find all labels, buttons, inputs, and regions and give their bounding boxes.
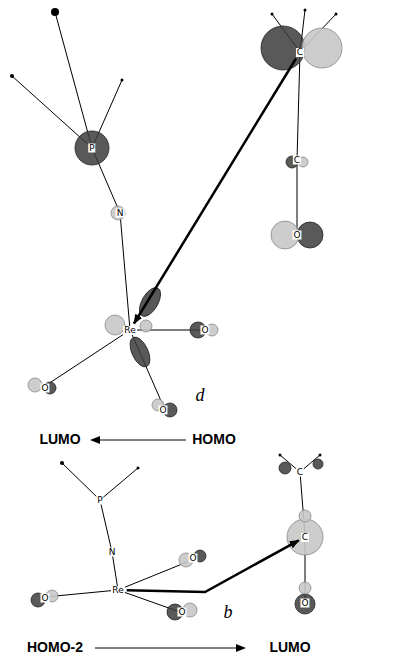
atom-label: Re [124, 325, 135, 335]
atom-label: P [96, 496, 103, 505]
atom-label: N [116, 209, 125, 218]
orbital-label: HOMO [192, 432, 236, 447]
atom-label: C [302, 532, 308, 542]
atom-label: O [40, 384, 49, 393]
atom-label: O [292, 231, 301, 240]
transition-arrow [134, 59, 296, 324]
orbital-label: LUMO [39, 432, 80, 447]
atom-label: O [40, 594, 49, 603]
atom-label: Re [112, 585, 123, 595]
atom-label: N [108, 548, 117, 557]
atom-label: C [297, 47, 303, 57]
atom-label: O [158, 406, 167, 415]
atom-node: Re [111, 586, 124, 595]
transition-label: d [196, 386, 205, 404]
atom-label: O [188, 554, 197, 563]
atom-label: C [296, 468, 304, 477]
atom-label: P [88, 144, 95, 153]
atom-label: C [293, 156, 301, 165]
atom-label: O [300, 599, 309, 608]
atom-label: O [177, 608, 186, 617]
orbital-label: LUMO [269, 640, 310, 655]
atom-node: C [301, 533, 309, 542]
transition-arrow [127, 540, 299, 592]
atom-node: Re [123, 326, 136, 335]
atom-node: C [296, 48, 304, 57]
orbital-label: HOMO-2 [27, 640, 83, 655]
transition-label: b [224, 603, 233, 621]
atom-label: O [200, 326, 209, 335]
